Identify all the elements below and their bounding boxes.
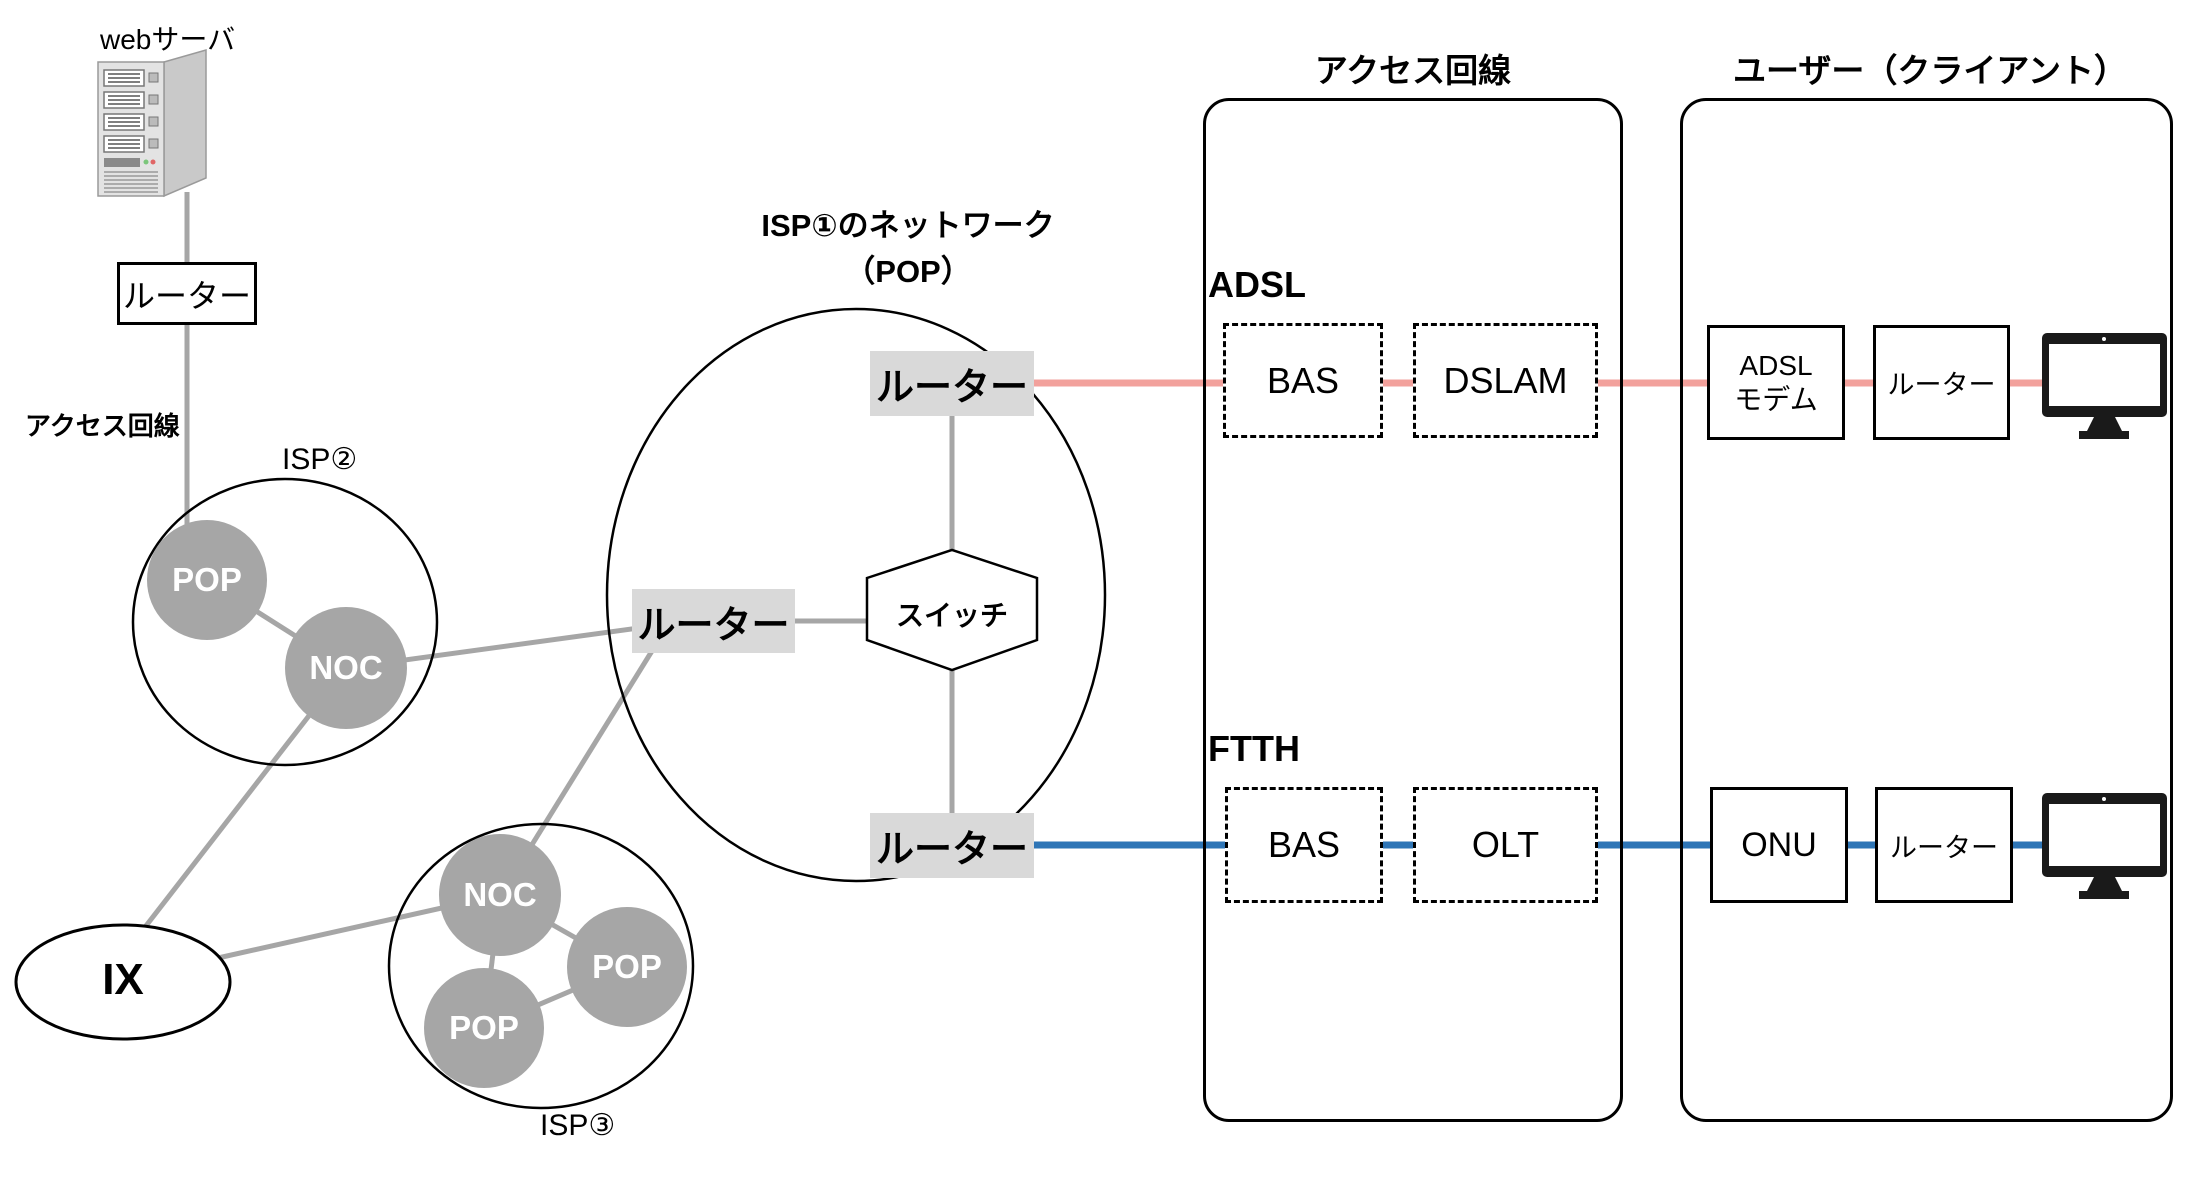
isp1-title-line2: （POP） (844, 254, 972, 289)
isp3-noc-circle (439, 834, 561, 956)
adsl-bas-box: BAS (1223, 323, 1383, 438)
ftth-olt-label: OLT (1471, 824, 1540, 865)
ftth-olt-box: OLT (1413, 787, 1598, 903)
isp1-router-left-box: ルーター (632, 589, 795, 653)
access-line-label-left: アクセス回線 (25, 411, 180, 441)
isp2-boundary (131, 477, 439, 767)
isp1-router-bottom-box: ルーター (870, 813, 1034, 878)
isp1-title-line1: ISP①のネットワーク (761, 208, 1055, 243)
ftth-client-router-box: ルーター (1875, 787, 2013, 903)
web-server-icon (97, 49, 207, 198)
ftth-client-router-label: ルーター (1890, 832, 1998, 863)
user-panel-title: ユーザー（クライアント） (1732, 52, 2128, 89)
ftth-onu-label: ONU (1741, 825, 1817, 864)
isp3-pop-right-label: POP (592, 948, 662, 985)
adsl-dslam-label: DSLAM (1443, 359, 1568, 401)
switch-label: スイッチ (895, 600, 1009, 631)
adsl-bas-label: BAS (1266, 359, 1340, 401)
web-server-label: webサーバ (100, 24, 236, 55)
isp1-router-left-label: ルーター (637, 604, 790, 647)
adsl-monitor-icon (2042, 333, 2167, 439)
isp3-pop-left-circle (424, 968, 544, 1088)
isp3-pop-left-label: POP (449, 1009, 519, 1046)
ix-ellipse (14, 923, 232, 1041)
web-server-router-label: ルーター (122, 277, 251, 314)
isp1-router-top-box: ルーター (870, 351, 1034, 416)
adsl-client-router-label: ルーター (1887, 370, 1996, 400)
ftth-section-label: FTTH (1208, 728, 1300, 769)
isp1-router-top-label: ルーター (875, 367, 1028, 409)
isp2-label: ISP② (282, 443, 358, 476)
adsl-modem-box: ADSL モデム (1707, 325, 1845, 440)
user-client-panel (1680, 98, 2173, 1122)
access-line-panel (1203, 98, 1623, 1122)
isp3-noc-label: NOC (463, 876, 537, 913)
ftth-bas-label: BAS (1267, 824, 1341, 865)
adsl-modem-label-line1: ADSL (1739, 349, 1813, 381)
adsl-modem-label-line2: モデム (1734, 383, 1818, 415)
isp2-noc-label: NOC (309, 649, 383, 686)
isp1-boundary (605, 307, 1107, 883)
isp1-router-bottom-label: ルーター (875, 829, 1028, 871)
isp3-pop-right-circle (567, 907, 687, 1027)
isp3-boundary (387, 822, 695, 1110)
ftth-onu-box: ONU (1710, 787, 1848, 903)
ftth-monitor-icon (2042, 793, 2167, 899)
node-circles (147, 520, 687, 1088)
adsl-section-label: ADSL (1208, 264, 1306, 305)
switch-hexagon (865, 548, 1039, 672)
adsl-client-router-box: ルーター (1873, 325, 2010, 440)
adsl-dslam-box: DSLAM (1413, 323, 1598, 438)
ftth-bas-box: BAS (1225, 787, 1383, 903)
isp2-pop-circle (147, 520, 267, 640)
web-server-router-box: ルーター (117, 262, 257, 325)
access-panel-title: アクセス回線 (1314, 52, 1512, 89)
isp2-pop-label: POP (172, 561, 242, 598)
isp2-noc-circle (285, 607, 407, 729)
isp3-label: ISP③ (540, 1109, 616, 1142)
ix-label: IX (102, 955, 144, 1004)
